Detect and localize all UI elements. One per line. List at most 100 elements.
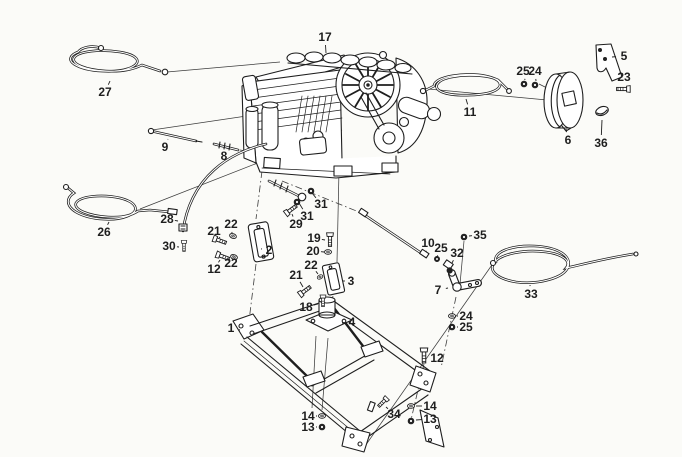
part-number-2: 2 [266, 243, 273, 257]
callout-leader-22 [315, 271, 319, 275]
part-number-22: 22 [224, 256, 238, 270]
part-number-3: 3 [348, 274, 355, 288]
part-number-31: 31 [300, 209, 314, 223]
part-number-29: 29 [289, 217, 303, 231]
callout-leader-26 [107, 221, 110, 226]
cable-33 [489, 244, 639, 284]
part-number-25: 25 [459, 320, 473, 334]
callout-leader-31 [311, 192, 317, 199]
callout-leader-31 [298, 202, 304, 210]
callout-leader-6 [565, 128, 568, 133]
callout-leader-28 [174, 219, 179, 222]
part-number-32: 32 [450, 246, 464, 260]
bolt-30-icon [180, 240, 188, 252]
washer-14-icon [318, 413, 326, 419]
rod-10 [358, 207, 430, 259]
callout-leader-17 [325, 44, 327, 54]
part-number-25: 25 [516, 64, 530, 78]
part-number-28: 28 [160, 212, 174, 226]
part-number-8: 8 [221, 149, 228, 163]
part-number-6: 6 [565, 133, 572, 147]
part-number-22: 22 [304, 258, 318, 272]
engine-mount-4 [305, 296, 353, 332]
callout-leader-25 [436, 255, 439, 258]
part-number-21: 21 [207, 224, 221, 238]
callout-leader-21 [299, 281, 304, 288]
cable-28 [178, 142, 268, 233]
alignment-lines [139, 61, 552, 450]
callout-leader-34 [385, 406, 389, 410]
bolt-19-icon [326, 232, 334, 247]
part-number-12: 12 [430, 351, 444, 365]
washer-22-icon [316, 273, 324, 281]
cable-27 [69, 44, 169, 76]
rod-9 [147, 127, 203, 143]
washer-22-icon [228, 232, 238, 240]
drum-6 [543, 71, 584, 132]
part-number-26: 26 [97, 225, 111, 239]
bracket-5 [595, 43, 623, 82]
nut-25-icon [520, 80, 528, 88]
cable-26 [62, 183, 178, 221]
bolt-12-icon [419, 347, 429, 364]
part-number-30: 30 [162, 239, 176, 253]
nut-31-icon [293, 198, 301, 206]
part-number-31: 31 [314, 197, 328, 211]
callout-leader-12 [218, 259, 221, 263]
part-number-24: 24 [459, 309, 473, 323]
part-number-11: 11 [464, 105, 477, 119]
bell-crank-7 [448, 269, 482, 292]
part-number-21: 21 [289, 268, 303, 282]
part-number-35: 35 [473, 228, 487, 242]
washer-24-icon [448, 313, 456, 319]
nut-25-icon [448, 323, 456, 331]
bolt-21-icon [296, 283, 313, 299]
nut-35-icon [460, 233, 468, 241]
part-number-12: 12 [207, 262, 221, 276]
callout-leader-36 [600, 119, 603, 136]
bracket-3 [321, 262, 346, 296]
engine [241, 50, 442, 179]
part-number-34: 34 [387, 407, 401, 421]
part-number-19: 19 [307, 231, 321, 245]
part-number-18: 18 [299, 300, 313, 314]
part-number-13: 13 [301, 420, 315, 434]
rod-8 [212, 141, 240, 152]
nut-25-icon [433, 255, 441, 263]
part-number-22: 22 [224, 217, 238, 231]
part-number-13: 13 [423, 412, 437, 426]
part-number-9: 9 [162, 140, 169, 154]
callout-leader-11 [465, 98, 469, 105]
callout-leader-32 [451, 259, 454, 264]
nut-13-icon [407, 417, 415, 425]
cap-36 [595, 105, 609, 117]
part-number-25: 25 [434, 241, 448, 255]
nut-13-icon [318, 423, 326, 431]
subframe [232, 298, 445, 453]
part-number-10: 10 [421, 236, 435, 250]
part-number-14: 14 [301, 409, 315, 423]
part-number-7: 7 [435, 283, 442, 297]
part-number-5: 5 [621, 49, 628, 63]
callout-leader-27 [107, 80, 111, 85]
cable-11 [419, 73, 512, 97]
bracket-2 [247, 221, 275, 263]
part-number-27: 27 [98, 85, 112, 99]
stud-with-ball [267, 179, 307, 202]
part-number-33: 33 [524, 287, 538, 301]
part-number-24: 24 [528, 64, 542, 78]
washer-20-icon [324, 249, 332, 255]
part-number-23: 23 [617, 70, 631, 84]
part-number-4: 4 [349, 315, 356, 329]
intake-runners [286, 51, 413, 75]
washer-14-icon [407, 403, 415, 409]
ball-joint-32 [442, 259, 454, 274]
part-number-20: 20 [306, 244, 320, 258]
callout-leader-19 [321, 238, 326, 241]
callout-leader-29 [291, 213, 294, 217]
part-number-14: 14 [423, 399, 437, 413]
part-number-36: 36 [594, 136, 608, 150]
